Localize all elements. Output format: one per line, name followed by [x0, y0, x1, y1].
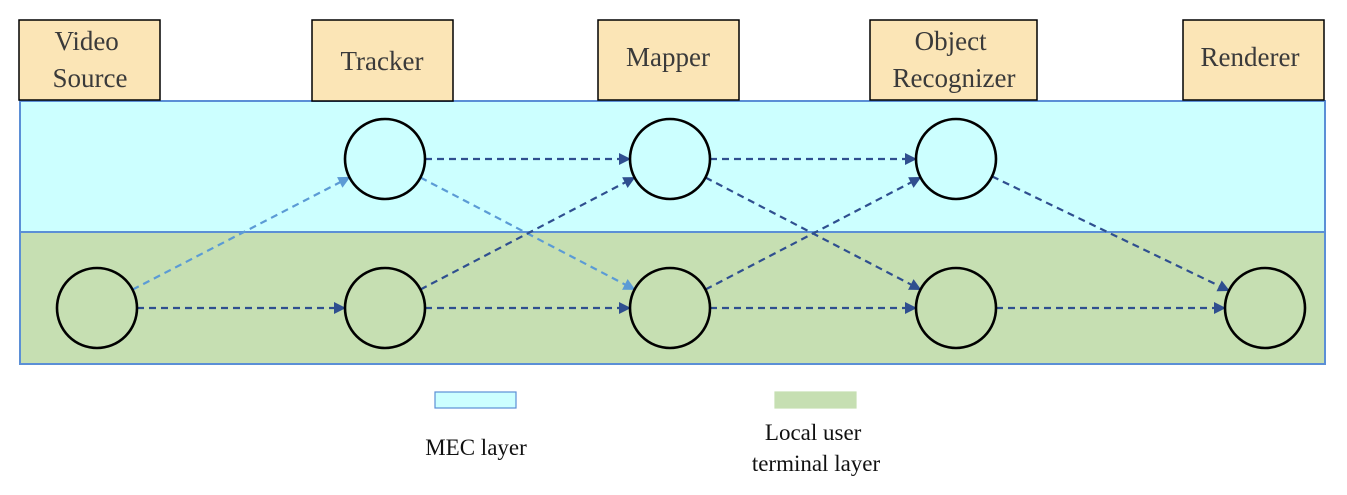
legend: MEC layer Local user terminal layer — [425, 391, 881, 476]
legend-mec-swatch — [434, 391, 517, 409]
svg-text:Object Recognizer: Object Recognizer — [893, 26, 1016, 93]
legend-mec-label: MEC layer — [425, 435, 527, 460]
svg-text:Video Source: Video Source — [53, 26, 128, 93]
nodes — [55, 117, 1307, 350]
edge-or-mec-to-rd-local — [991, 175, 1230, 292]
stage-label-line: Renderer — [1201, 42, 1300, 72]
legend-local-swatch — [774, 391, 857, 409]
node-or-local — [914, 266, 998, 350]
node-tr-local — [343, 266, 427, 350]
node-mp-local — [628, 266, 712, 350]
node-mp-mec — [628, 117, 712, 201]
svg-text:Mapper: Mapper — [626, 42, 710, 72]
stage-label-line: Recognizer — [893, 63, 1016, 93]
stage-label-line: Tracker — [341, 46, 424, 76]
legend-local-label: Local user terminal layer — [752, 420, 881, 476]
stage-label-line: Source — [53, 63, 128, 93]
stage-label-line: Mapper — [626, 42, 710, 72]
edges — [132, 153, 1230, 314]
stage-label-line: Video — [54, 26, 118, 56]
stage-label-renderer: Renderer — [1182, 19, 1325, 101]
stage-label-line: Object — [915, 26, 987, 56]
edge-vs-local-to-tr-mec — [132, 176, 351, 291]
node-or-mec — [914, 117, 998, 201]
svg-text:Tracker: Tracker — [341, 46, 424, 76]
local-user-terminal-layer-band — [19, 231, 1326, 365]
stage-label-object-recognizer: Object Recognizer — [869, 19, 1038, 101]
edge-mp-local-to-or-mec — [704, 176, 922, 291]
stage-label-tracker: Tracker — [311, 19, 454, 102]
stage-label-mapper: Mapper — [597, 19, 740, 101]
mec-layer-band — [19, 100, 1326, 233]
node-rd-local — [1223, 266, 1307, 350]
edge-tr-local-to-mp-mec — [419, 177, 636, 291]
svg-text:Renderer: Renderer — [1201, 42, 1300, 72]
node-vs-local — [55, 266, 139, 350]
stage-label-video-source: Video Source — [18, 19, 161, 101]
node-tr-mec — [343, 117, 427, 201]
